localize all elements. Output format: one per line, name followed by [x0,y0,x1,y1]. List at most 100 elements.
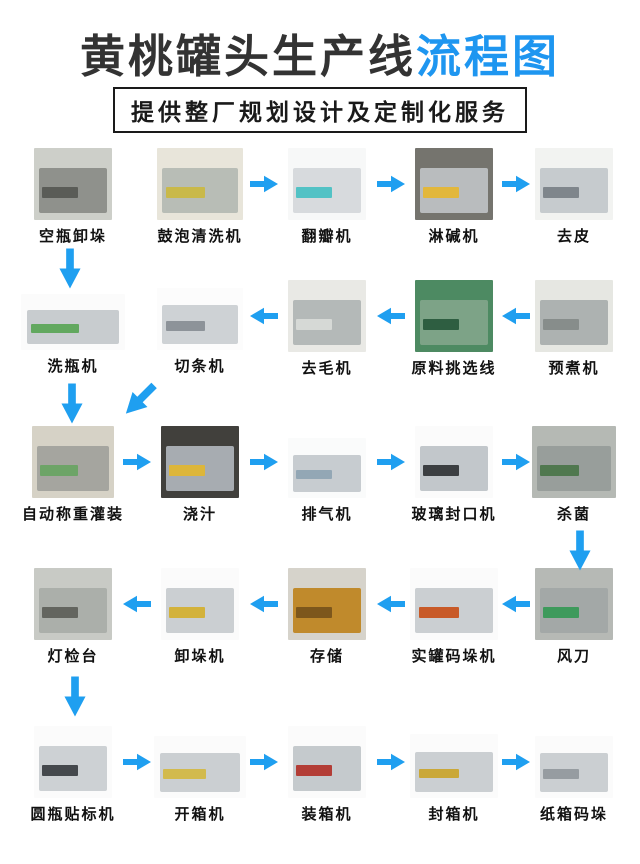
machine-label: 灯检台 [47,648,99,665]
flow-arrow-right-icon [501,753,530,771]
flow-arrow-right-icon [249,175,278,193]
machine-photo [535,736,613,798]
machine-cell: 排气机 [271,422,383,524]
machine-cell: 切条机 [144,280,256,376]
flow-arrow-right-icon [122,753,151,771]
machine-cell: 洗瓶机 [17,280,129,376]
machine-cell: 实罐码垛机 [398,564,510,668]
flow-arrow-left-icon [122,595,151,613]
machine-cell: 去皮 [518,144,630,248]
machine-photo [157,288,243,350]
flow-arrow-right-icon [501,453,530,471]
flow-arrow-right-icon [376,175,405,193]
flow-arrow-left-icon [249,595,278,613]
flow-arrow-right-icon [376,453,405,471]
connector-arrow-down-icon [569,530,592,571]
machine-photo [415,148,493,220]
flow-arrow-left-icon [376,595,405,613]
machine-label: 空瓶卸垛 [38,228,107,245]
machine-photo [535,280,613,352]
connector-arrow-down-icon [59,248,82,289]
machine-cell: 翻瓣机 [271,144,383,248]
machine-label: 玻璃封口机 [411,506,497,523]
flow-arrow-left-icon [501,595,530,613]
flow-row: 灯检台 卸垛机 存储 实罐码垛机 风刀 [0,564,640,668]
flow-row: 空瓶卸垛 鼓泡清洗机 翻瓣机 淋碱机 去皮 [0,144,640,248]
machine-label: 原料挑选线 [411,360,497,377]
machine-cell: 卸垛机 [144,564,256,668]
machine-label: 卸垛机 [174,648,226,665]
machine-cell: 浇汁 [144,422,256,524]
flow-arrow-right-icon [376,753,405,771]
title-main: 黄桃罐头生产线 [79,31,416,82]
flow-arrow-left-icon [249,307,278,325]
connector-arrow-down-icon [64,676,87,717]
machine-cell: 存储 [271,564,383,668]
connector-arrow-down-icon [61,383,84,424]
machine-cell: 鼓泡清洗机 [144,144,256,248]
machine-photo [535,568,613,640]
machine-photo [410,734,498,798]
flow-arrow-left-icon [501,307,530,325]
flow-arrow-right-icon [501,175,530,193]
flow-arrow-right-icon [249,753,278,771]
machine-label: 鼓泡清洗机 [157,228,243,245]
machine-cell: 风刀 [518,564,630,668]
machine-label: 去皮 [556,228,591,245]
machine-cell: 原料挑选线 [398,280,510,377]
machine-photo [288,438,366,498]
machine-label: 洗瓶机 [47,358,99,375]
machine-photo [32,426,114,498]
machine-label: 圆瓶贴标机 [30,806,116,823]
machine-photo [415,426,493,498]
machine-photo [288,280,366,352]
subtitle-box: 提供整厂规划设计及定制化服务 [113,87,527,133]
machine-cell: 杀菌 [518,422,630,524]
machine-cell: 玻璃封口机 [398,422,510,524]
machine-photo [410,568,498,640]
machine-photo [34,726,112,798]
machine-label: 翻瓣机 [301,228,353,245]
machine-label: 切条机 [174,358,226,375]
machine-photo [415,280,493,352]
machine-photo [535,148,613,220]
connector-arrow-down-left-icon [118,377,163,422]
machine-photo [288,568,366,640]
flow-row: 洗瓶机 切条机 去毛机原料挑选线 预煮机 [0,280,640,377]
page-title: 黄桃罐头生产线流程图 [0,20,640,85]
flow-arrow-left-icon [376,307,405,325]
machine-label: 实罐码垛机 [411,648,497,665]
machine-label: 杀菌 [556,506,591,523]
machine-photo [288,148,366,220]
machine-label: 纸箱码垛 [539,806,608,823]
machine-label: 装箱机 [301,806,353,823]
machine-cell: 预煮机 [518,280,630,377]
machine-label: 淋碱机 [428,228,480,245]
machine-photo [34,568,112,640]
machine-label: 封箱机 [428,806,480,823]
machine-photo [157,148,243,220]
machine-photo [532,426,616,498]
machine-cell: 去毛机 [271,280,383,377]
machine-cell: 开箱机 [144,716,256,826]
machine-cell: 淋碱机 [398,144,510,248]
subtitle-text: 提供整厂规划设计及定制化服务 [131,99,509,125]
flow-row: 圆瓶贴标机 开箱机 装箱机 封箱机 纸箱码垛 [0,716,640,826]
machine-cell: 灯检台 [17,564,129,668]
machine-photo [21,294,125,350]
machine-cell: 自动称重灌装 [17,422,129,524]
machine-label: 预煮机 [548,360,600,377]
machine-label: 开箱机 [174,806,226,823]
machine-label: 排气机 [301,506,353,523]
machine-label: 存储 [309,648,344,665]
machine-photo [288,726,366,798]
machine-cell: 圆瓶贴标机 [17,716,129,826]
machine-label: 自动称重灌装 [21,506,124,523]
machine-cell: 封箱机 [398,716,510,826]
machine-cell: 纸箱码垛 [518,716,630,826]
machine-label: 浇汁 [182,506,217,523]
machine-cell: 装箱机 [271,716,383,826]
flow-row: 自动称重灌装 浇汁 排气机 玻璃封口机 杀菌 [0,422,640,524]
machine-label: 风刀 [556,648,591,665]
